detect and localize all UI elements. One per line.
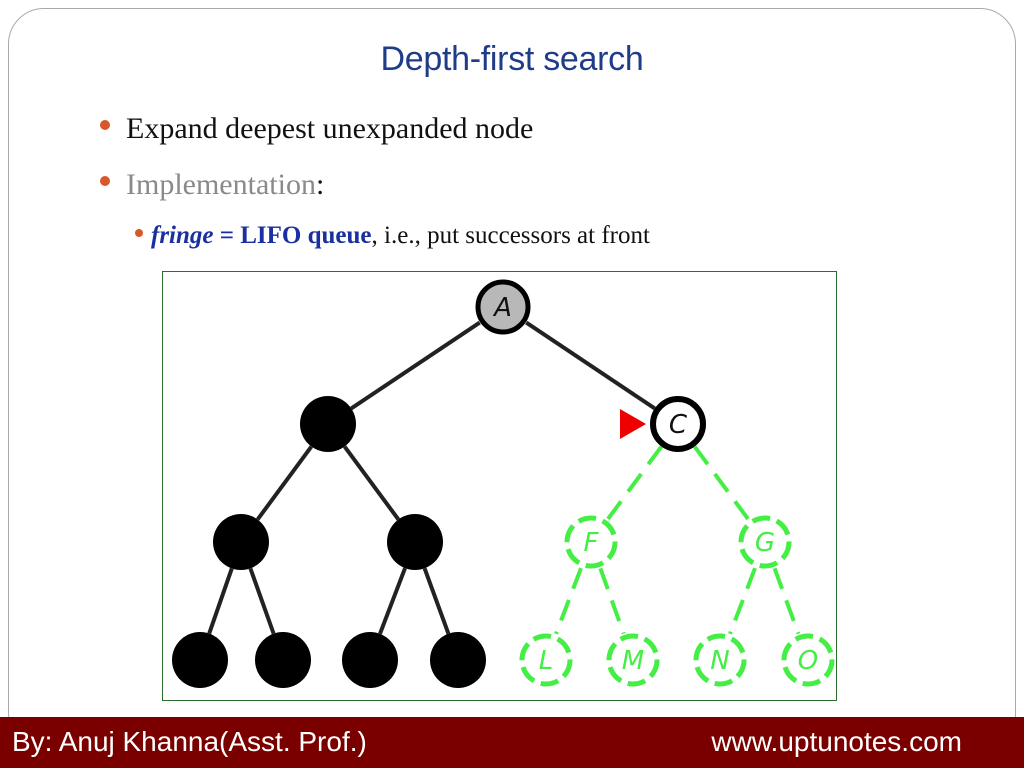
- tree-node-D: [213, 514, 269, 570]
- bullet-expand: Expand deepest unexpanded node: [100, 112, 533, 146]
- bullet-fringe: fringe = LIFO queue, i.e., put successor…: [135, 222, 650, 250]
- bullet-text: Expand deepest unexpanded node: [126, 112, 534, 145]
- fringe-value: LIFO queue: [240, 222, 372, 249]
- tree-node-B: [300, 396, 356, 452]
- bullet-colon: :: [315, 168, 325, 201]
- bullet-dot-icon: [100, 176, 110, 186]
- tree-edge-C-G: [693, 445, 750, 521]
- tree-node-circle: [300, 396, 356, 452]
- slide-title: Depth-first search: [380, 40, 644, 78]
- tree-edge-B-D: [256, 445, 313, 521]
- tree-node-M: M: [606, 633, 660, 687]
- tree-node-circle: [172, 632, 228, 688]
- tree-edge-C-F: [606, 445, 663, 521]
- search-tree-svg: A C F G L M N O: [172, 279, 835, 688]
- tree-node-circle: [606, 633, 660, 687]
- tree-node-circle: [781, 633, 835, 687]
- tree-edge-D-I: [248, 567, 276, 635]
- tree-node-circle: [650, 396, 706, 452]
- fringe-rest: , i.e., put successors at front: [371, 222, 650, 249]
- tree-node-label: A: [492, 293, 512, 323]
- tree-node-label: O: [798, 646, 818, 676]
- footer-author: By: Anuj Khanna(Asst. Prof.): [12, 726, 367, 757]
- bullet-label: Implementation: [126, 168, 316, 201]
- tree-node-E: [387, 514, 443, 570]
- tree-node-circle: [255, 632, 311, 688]
- tree-node-C: C: [650, 396, 706, 452]
- tree-node-circle: [738, 515, 792, 569]
- search-tree-diagram: A C F G L M N O: [162, 271, 837, 701]
- tree-node-circle: [564, 515, 618, 569]
- tree-node-G: G: [738, 515, 792, 569]
- tree-node-label: C: [669, 410, 688, 440]
- tree-edge-G-N: [728, 567, 757, 635]
- tree-node-F: F: [564, 515, 618, 569]
- fringe-equals: =: [213, 222, 241, 249]
- bullet-dot-icon: [135, 229, 143, 237]
- tree-edge-E-J: [378, 567, 407, 635]
- tree-node-circle: [519, 633, 573, 687]
- tree-edge-B-E: [343, 445, 400, 521]
- bullet-dot-icon: [100, 120, 110, 130]
- tree-edge-A-B: [350, 320, 481, 411]
- tree-edge-E-K: [422, 567, 451, 635]
- tree-node-circle: [693, 633, 747, 687]
- footer-bar: By: Anuj Khanna(Asst. Prof.) www.uptunot…: [0, 717, 1024, 768]
- fringe-pointer-icon: [620, 409, 646, 439]
- tree-node-L: L: [519, 633, 573, 687]
- tree-node-O: O: [781, 633, 835, 687]
- tree-node-circle: [342, 632, 398, 688]
- tree-edge-F-L: [554, 567, 583, 635]
- tree-node-label: M: [622, 646, 644, 676]
- tree-node-N: N: [693, 633, 747, 687]
- tree-node-J: [342, 632, 398, 688]
- footer-site: www.uptunotes.com: [711, 726, 962, 757]
- tree-edge-F-M: [598, 567, 626, 635]
- tree-node-H: [172, 632, 228, 688]
- tree-node-K: [430, 632, 486, 688]
- tree-edge-A-C: [525, 320, 656, 411]
- bullet-implementation: Implementation:: [100, 168, 324, 202]
- tree-node-A: A: [475, 279, 531, 335]
- tree-edge-D-H: [207, 567, 234, 635]
- tree-node-circle: [213, 514, 269, 570]
- tree-node-label: G: [755, 528, 775, 558]
- fringe-term: fringe: [151, 222, 214, 249]
- tree-node-label: F: [584, 528, 600, 558]
- tree-node-circle: [475, 279, 531, 335]
- tree-node-circle: [387, 514, 443, 570]
- tree-node-circle: [430, 632, 486, 688]
- tree-node-label: L: [539, 646, 554, 676]
- tree-node-I: [255, 632, 311, 688]
- tree-node-label: N: [710, 646, 729, 676]
- tree-edge-G-O: [772, 567, 801, 635]
